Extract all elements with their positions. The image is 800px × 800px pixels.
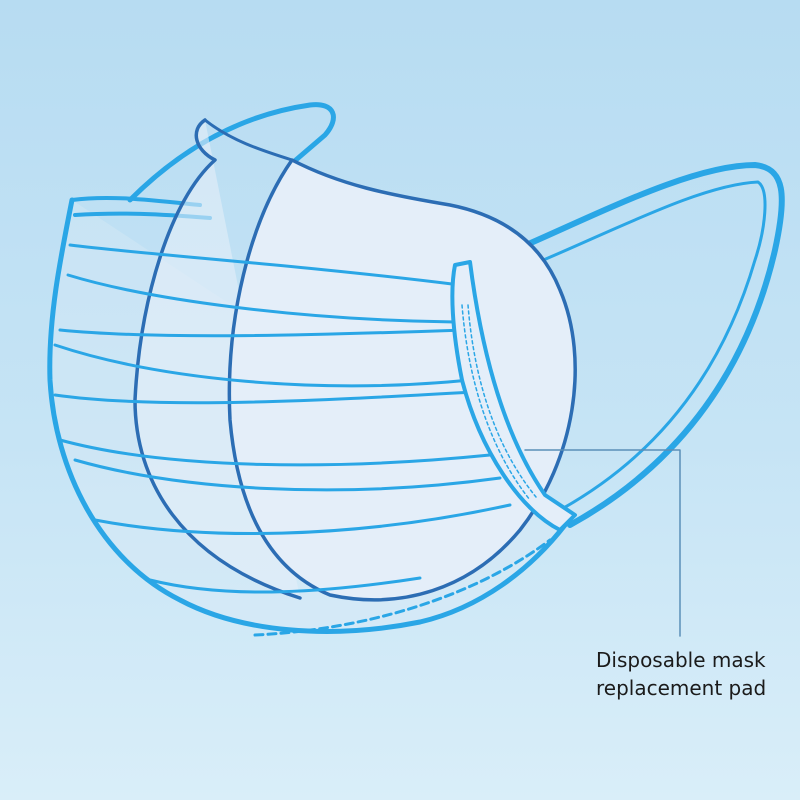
callout-line-2: replacement pad — [596, 676, 767, 700]
strap-stitching — [461, 304, 537, 501]
top-ear-loop — [127, 102, 336, 203]
right-ear-loop-inner — [478, 180, 767, 512]
right-ear-loop — [467, 162, 785, 528]
bottom-seam — [253, 538, 552, 637]
middle-pad-top — [203, 118, 294, 162]
callout-label: Disposable mask replacement pad — [596, 646, 766, 702]
callout-leader-line — [524, 449, 681, 637]
callout-line-1: Disposable mask — [596, 648, 766, 672]
pleat-lines — [53, 243, 512, 594]
